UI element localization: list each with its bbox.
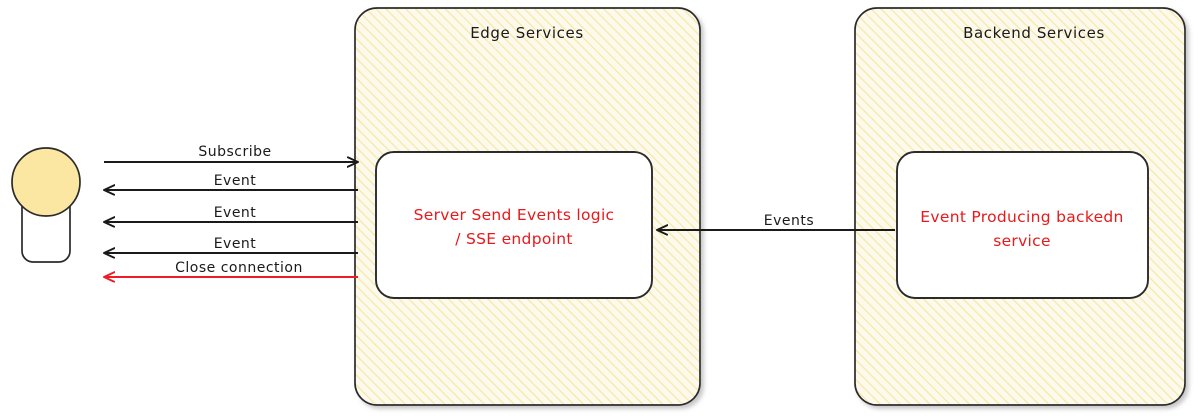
edge-events-backend[interactable]: Events xyxy=(657,213,895,230)
node-event-producer[interactable]: Event Producing backedn service xyxy=(896,151,1149,299)
node-sse-endpoint-label-line1: Server Send Events logic xyxy=(414,206,615,224)
node-sse-endpoint[interactable]: Server Send Events logic / SSE endpoint xyxy=(375,151,653,299)
user-actor[interactable] xyxy=(11,147,81,263)
actor-head xyxy=(11,147,81,217)
edge-event-2-label: Event xyxy=(214,205,257,221)
node-event-producer-shape xyxy=(896,151,1149,299)
node-event-producer-label-line2: service xyxy=(993,232,1051,250)
edge-close-connection-label: Close connection xyxy=(175,260,303,276)
node-event-producer-label-line1: Event Producing backedn xyxy=(920,208,1123,226)
edge-event-1-label: Event xyxy=(214,173,257,189)
container-backend-services-title: Backend Services xyxy=(963,24,1105,42)
edge-event-1[interactable]: Event xyxy=(104,173,358,190)
node-sse-endpoint-shape xyxy=(375,151,653,299)
container-edge-services-title: Edge Services xyxy=(470,24,584,42)
edge-events-backend-label: Events xyxy=(764,213,814,229)
edge-event-3[interactable]: Event xyxy=(104,236,358,253)
edge-subscribe[interactable]: Subscribe xyxy=(104,144,358,162)
node-sse-endpoint-label-line2: / SSE endpoint xyxy=(455,230,572,248)
edge-event-2[interactable]: Event xyxy=(104,205,358,222)
edge-event-3-label: Event xyxy=(214,236,257,252)
edge-close-connection[interactable]: Close connection xyxy=(104,260,358,277)
edge-subscribe-label: Subscribe xyxy=(198,144,271,160)
